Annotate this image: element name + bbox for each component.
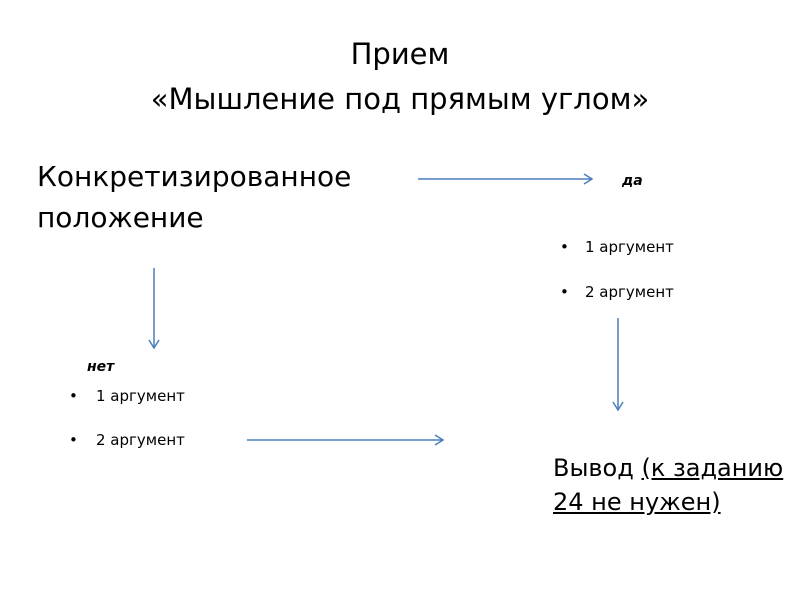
no-bullet-2: • [69, 431, 78, 449]
no-argument-1: 1 аргумент [96, 387, 185, 405]
slide-title-line1: Прием [350, 37, 450, 71]
yes-bullet-2: • [560, 283, 569, 301]
yes-label: да [622, 173, 643, 189]
no-label: нет [87, 359, 115, 375]
conclusion-word: Вывод [553, 454, 634, 482]
arrow-right-conclusion [247, 434, 445, 446]
slide-title-line2: «Мышление под прямым углом» [150, 82, 650, 116]
no-bullet-1: • [69, 387, 78, 405]
conclusion-note-2: 24 не нужен) [553, 488, 721, 516]
arrow-down-no [148, 268, 160, 350]
yes-bullet-1: • [560, 238, 569, 256]
conclusion-line1: Вывод (к заданию [553, 456, 783, 480]
yes-argument-1: 1 аргумент [585, 238, 674, 256]
arrow-right-yes [418, 173, 594, 185]
yes-argument-2: 2 аргумент [585, 283, 674, 301]
arrow-down-conclusion [612, 318, 624, 412]
no-argument-2: 2 аргумент [96, 431, 185, 449]
statement-line1: Конкретизированное [37, 160, 352, 193]
statement-line2: положение [37, 201, 204, 234]
conclusion-note-1: (к заданию [641, 454, 784, 482]
